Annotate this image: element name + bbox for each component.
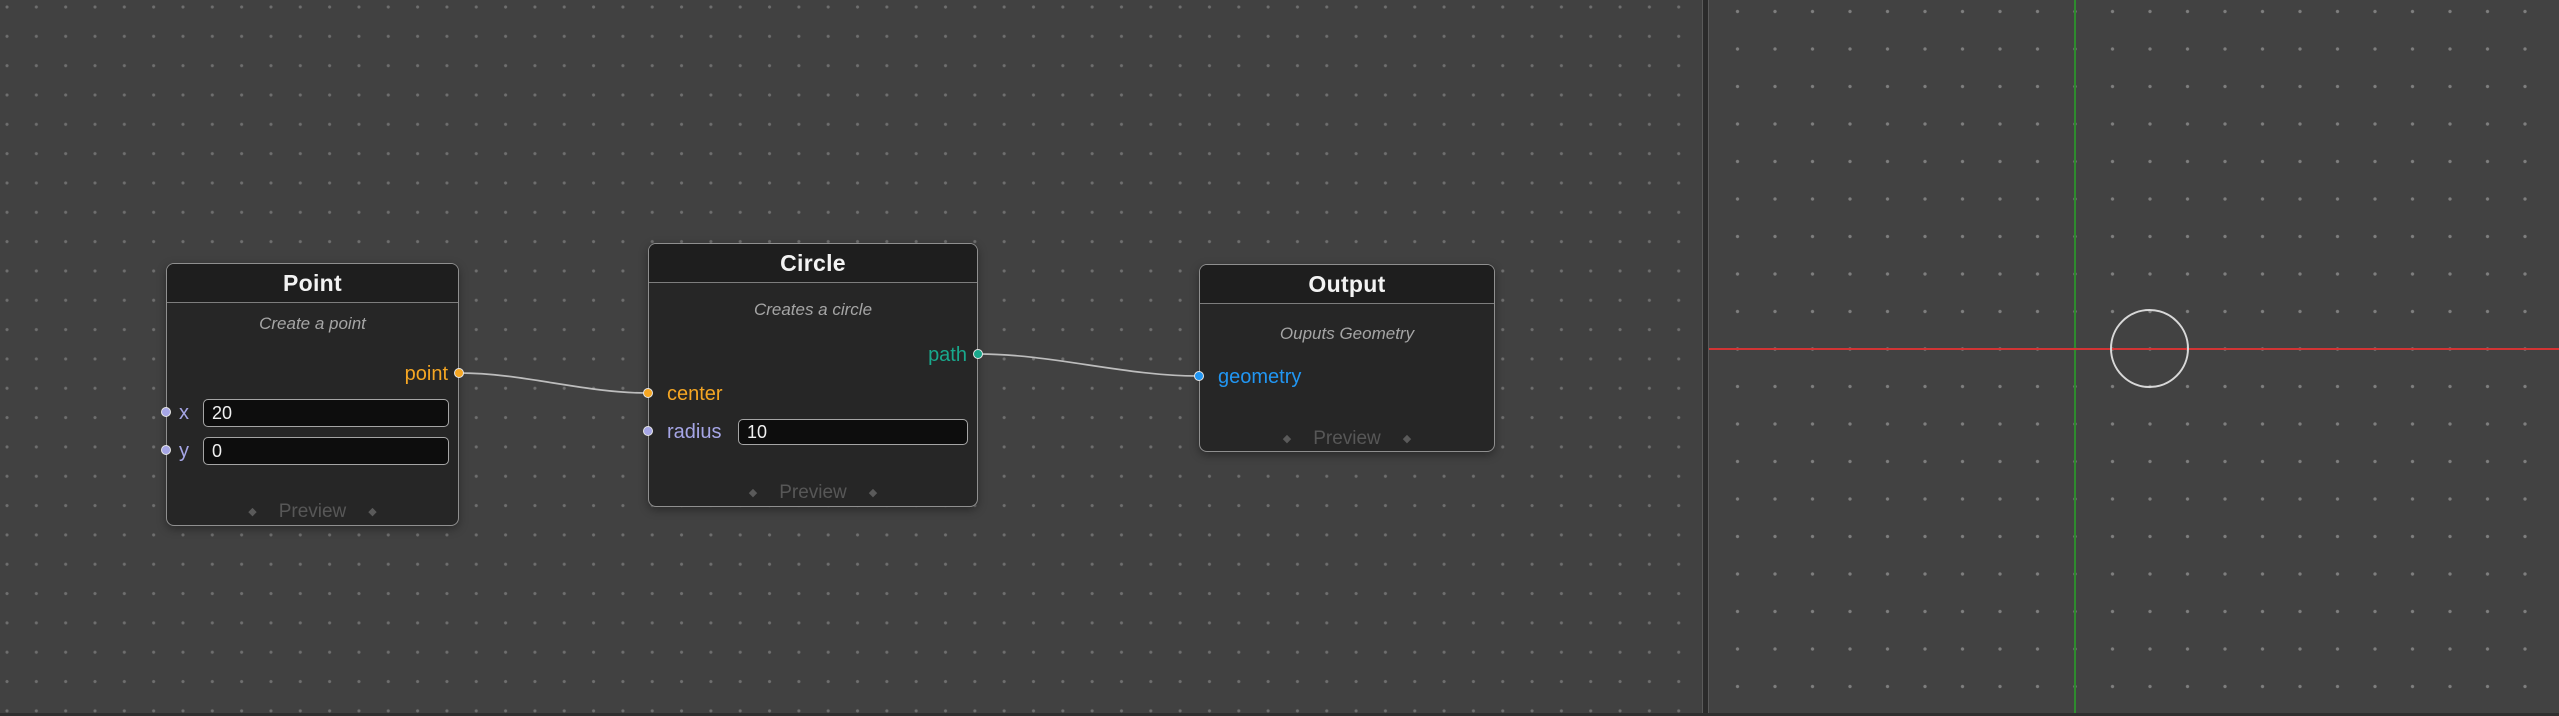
preview-diamond-right-icon[interactable]: ◆ [368,505,377,518]
preview-diamond-left-icon[interactable]: ◆ [748,486,758,499]
node-output[interactable]: Output Ouputs Geometry geometry ◆ Previe… [1194,264,1495,452]
input-row-x: x [179,401,189,425]
viewport-canvas[interactable] [1709,0,2559,716]
preview-label: Preview [1313,428,1381,449]
port-label-path: path [928,343,967,366]
node-title: Point [283,269,342,296]
node-point-header[interactable]: Point [167,264,458,303]
port-label-x: x [179,401,189,424]
port-dot-x-input[interactable] [161,407,171,417]
port-dot-point-output[interactable] [454,368,464,378]
node-point[interactable]: Point Create a point point x y ◆ Preview… [161,263,464,526]
port-dot-geometry-input[interactable] [1194,371,1204,381]
port-label-point: point [404,362,448,385]
preview-diamond-left-icon[interactable]: ◆ [1282,432,1292,445]
y-value-field[interactable] [203,437,449,465]
wire-layer [459,353,1199,394]
preview-toggle[interactable]: ◆ Preview ◆ [649,482,977,504]
port-label-radius: radius [667,420,722,443]
port-dot-y-input[interactable] [161,445,171,455]
output-row-path: path [928,343,967,367]
node-circle-header[interactable]: Circle [649,244,977,283]
x-value-field[interactable] [203,399,449,427]
preview-label: Preview [779,482,847,503]
node-title: Circle [780,249,846,276]
input-row-geometry: geometry [1218,365,1301,389]
port-label-geometry: geometry [1218,365,1302,388]
preview-diamond-left-icon[interactable]: ◆ [248,505,257,518]
port-dot-path-output[interactable] [973,349,983,359]
node-circle[interactable]: Circle Creates a circle path center radi… [643,243,983,507]
input-row-radius: radius [667,420,721,444]
port-label-y: y [179,439,189,462]
port-dot-radius-input[interactable] [643,426,653,436]
wire-point-to-center[interactable] [459,372,648,394]
node-subtitle: Ouputs Geometry [1279,324,1415,343]
input-row-center: center [667,382,723,406]
viewport-y-axis [2074,0,2076,716]
preview-toggle[interactable]: ◆ Preview ◆ [167,501,458,523]
output-row-point: point [405,362,448,386]
node-editor-canvas[interactable]: Point Create a point point x y ◆ Preview… [0,0,1702,716]
preview-diamond-right-icon[interactable]: ◆ [1402,432,1412,445]
wire-path-to-geometry[interactable] [978,353,1199,377]
preview-label: Preview [278,501,347,522]
node-subtitle: Creates a circle [753,300,873,319]
node-title: Output [1308,270,1386,297]
port-dot-center-input[interactable] [643,388,653,398]
node-subtitle: Create a point [259,314,366,333]
radius-value-field[interactable] [738,419,968,445]
node-output-header[interactable]: Output [1200,265,1494,304]
port-label-center: center [667,382,723,405]
window-bottom-edge [0,713,2559,716]
panel-divider[interactable] [1702,0,1709,716]
preview-toggle[interactable]: ◆ Preview ◆ [1200,428,1494,450]
viewport-circle [2110,309,2189,388]
preview-diamond-right-icon[interactable]: ◆ [868,486,878,499]
input-row-y: y [179,439,189,463]
